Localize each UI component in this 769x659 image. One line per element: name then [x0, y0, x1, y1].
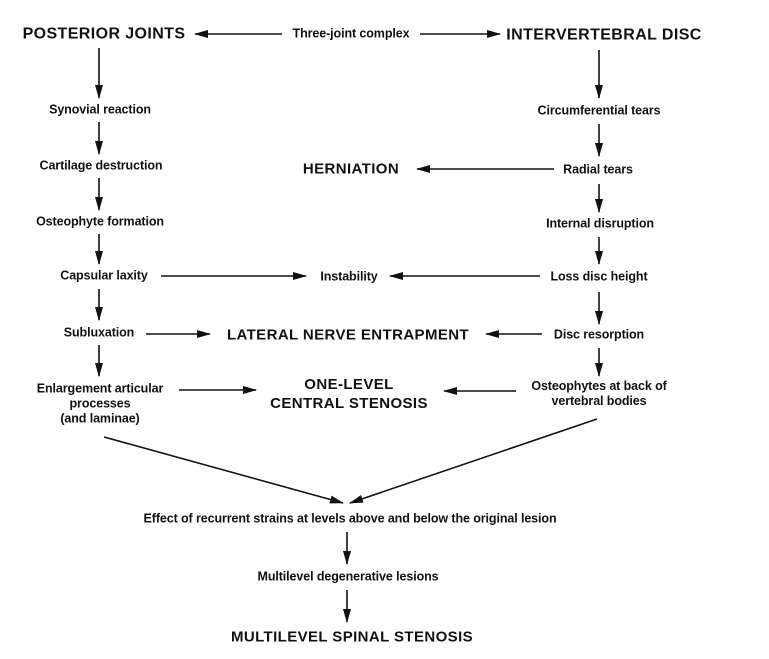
- node-subluxation: Subluxation: [63, 325, 135, 340]
- node-disc-resorption: Disc resorption: [553, 327, 645, 342]
- node-lateral-nerve-entrapment: LATERAL NERVE ENTRAPMENT: [226, 326, 470, 344]
- node-synovial-reaction: Synovial reaction: [49, 102, 151, 117]
- node-three-joint-complex: Three-joint complex: [292, 26, 410, 41]
- one-level-line-2: CENTRAL STENOSIS: [270, 395, 428, 412]
- node-internal-disruption: Internal disruption: [546, 216, 654, 231]
- node-circumferential-tears: Circumferential tears: [537, 103, 661, 118]
- enlargement-line-3: (and laminae): [60, 411, 140, 426]
- node-enlargement-articular-processes: Enlargement articular processes (and lam…: [36, 381, 164, 427]
- node-loss-disc-height: Loss disc height: [550, 269, 648, 284]
- arrow-osteophytes-back-to-recurrent: [349, 418, 598, 504]
- node-osteophyte-formation: Osteophyte formation: [36, 214, 164, 229]
- node-posterior-joints: POSTERIOR JOINTS: [22, 25, 186, 43]
- arrow-enlargement-to-recurrent: [103, 436, 344, 504]
- node-herniation: HERNIATION: [302, 160, 400, 178]
- enlargement-line-1: Enlargement articular: [36, 381, 164, 396]
- node-osteophytes-back-of-vertebral-bodies: Osteophytes at back of vertebral bodies: [531, 379, 666, 409]
- node-multilevel-spinal-stenosis: MULTILEVEL SPINAL STENOSIS: [230, 628, 474, 646]
- one-level-line-1: ONE-LEVEL: [304, 376, 394, 393]
- node-intervertebral-disc: INTERVERTEBRAL DISC: [506, 26, 702, 44]
- node-radial-tears: Radial tears: [563, 162, 633, 177]
- osteophytes-back-line-1: Osteophytes at back of: [531, 379, 667, 393]
- enlargement-line-2: processes: [69, 396, 131, 411]
- node-multilevel-degenerative-lesions: Multilevel degenerative lesions: [257, 569, 439, 584]
- node-cartilage-destruction: Cartilage destruction: [39, 158, 163, 173]
- node-instability: Instability: [320, 269, 378, 284]
- node-one-level-central-stenosis: ONE-LEVEL CENTRAL STENOSIS: [270, 375, 428, 413]
- node-capsular-laxity: Capsular laxity: [60, 268, 148, 283]
- node-recurrent-strains: Effect of recurrent strains at levels ab…: [143, 511, 557, 526]
- osteophytes-back-line-2: vertebral bodies: [551, 394, 647, 408]
